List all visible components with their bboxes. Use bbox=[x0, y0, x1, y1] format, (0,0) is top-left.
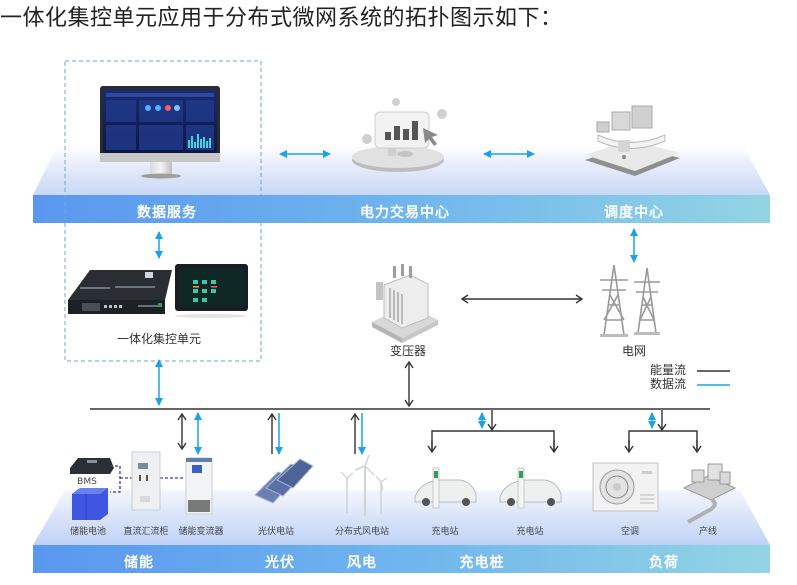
trading-chart-icon bbox=[352, 98, 447, 172]
device-label-production-line: 产线 bbox=[698, 527, 718, 537]
device-label-charger-2: 充电站 bbox=[516, 527, 544, 537]
band-label-storage: 储能 bbox=[124, 555, 154, 571]
bms-icon bbox=[70, 458, 114, 474]
bms-dashed-links bbox=[110, 465, 185, 493]
device-label-bms: BMS bbox=[77, 477, 97, 487]
monitor-dashboard-icon bbox=[100, 86, 220, 179]
grid-label: 电网 bbox=[621, 344, 647, 358]
bottom-band bbox=[33, 545, 770, 573]
band-label-power-trading-center: 电力交易中心 bbox=[360, 205, 450, 221]
device-label-dc-cabinet: 直流汇流柜 bbox=[123, 527, 169, 537]
power-tower-icon bbox=[600, 264, 660, 337]
band-label-dispatch-center: 调度中心 bbox=[604, 205, 664, 221]
bottom-platform bbox=[33, 490, 770, 573]
wind-turbine-icon bbox=[340, 454, 388, 516]
device-label-wind: 分布式风电站 bbox=[334, 527, 390, 537]
device-label-pcs: 储能变流器 bbox=[178, 527, 224, 537]
battery-icon bbox=[72, 488, 108, 520]
data-flow-arrows bbox=[155, 150, 656, 455]
ev-charger-icon bbox=[414, 467, 477, 509]
dc-cabinet-icon bbox=[131, 451, 161, 511]
top-band bbox=[33, 195, 770, 223]
ev-charger-icon bbox=[499, 467, 562, 509]
production-line-icon bbox=[682, 463, 737, 524]
band-label-charging: 充电桩 bbox=[459, 555, 505, 571]
legend-energy-flow-label: 能量流 bbox=[650, 363, 687, 377]
device-label-solar: 光伏电站 bbox=[257, 527, 295, 537]
band-label-wind: 风电 bbox=[347, 555, 377, 571]
device-label-battery: 储能电池 bbox=[69, 527, 107, 537]
page-title: 一体化集控单元应用于分布式微网系统的拓扑图示如下： bbox=[0, 6, 563, 31]
device-label-charger-1: 充电站 bbox=[431, 527, 459, 537]
solar-panel-icon bbox=[254, 458, 314, 504]
energy-flow-arrows bbox=[177, 294, 702, 454]
band-label-data-service: 数据服务 bbox=[137, 205, 197, 221]
device-label-air-conditioner: 空调 bbox=[620, 527, 640, 537]
band-label-solar: 光伏 bbox=[265, 555, 295, 571]
transformer-icon bbox=[372, 264, 438, 343]
touch-panel-icon bbox=[175, 264, 248, 318]
control-desk-icon bbox=[585, 105, 680, 176]
rack-controller-icon bbox=[68, 270, 172, 314]
integrated-unit-boundary bbox=[64, 60, 262, 362]
legend-data-flow-label: 数据流 bbox=[650, 377, 687, 391]
transformer-label: 变压器 bbox=[389, 344, 427, 358]
band-label-load: 负荷 bbox=[649, 555, 679, 571]
integrated-unit-label: 一体化集控单元 bbox=[116, 332, 202, 346]
air-conditioner-icon bbox=[592, 462, 659, 512]
pcs-cabinet-icon bbox=[185, 457, 213, 515]
